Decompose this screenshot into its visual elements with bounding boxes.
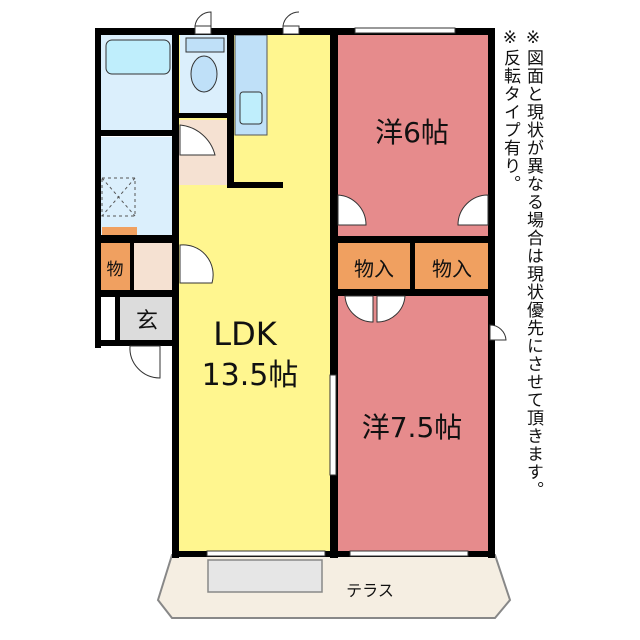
western-7-5-label: 洋7.5帖 xyxy=(362,411,463,444)
closet-2-label: 物入 xyxy=(432,257,472,281)
toilet-tank xyxy=(185,37,225,53)
wash-shelf xyxy=(102,227,137,235)
terrace-window-sill xyxy=(207,559,323,593)
washing-machine-space xyxy=(101,177,136,217)
note-reversed: ※反転タイプ有り。 xyxy=(500,28,520,193)
entrance xyxy=(120,297,175,340)
western-6-label: 洋6帖 xyxy=(375,116,449,149)
western-room-7-5 xyxy=(338,295,490,552)
entrance-label: 玄 xyxy=(136,309,158,334)
hall xyxy=(132,243,175,290)
western-room-6 xyxy=(338,35,490,238)
bathtub xyxy=(105,39,171,75)
ldk-size-label: 13.5帖 xyxy=(202,358,299,393)
washroom xyxy=(100,137,175,235)
closet-2 xyxy=(415,243,490,290)
closet-1-label: 物入 xyxy=(354,257,394,281)
kitchen-sink xyxy=(239,91,263,125)
toilet-bowl xyxy=(190,55,218,93)
storage-room xyxy=(100,243,130,290)
terrace-label: テラス xyxy=(346,581,394,600)
note-discrepancy: ※図面と現状が異なる場合は現状優先にさせて頂きます。 xyxy=(523,28,543,499)
doors-windows xyxy=(129,11,507,557)
closet-1 xyxy=(338,243,410,290)
ldk-label: LDK xyxy=(213,315,277,353)
storage-label: 物 xyxy=(107,260,124,280)
